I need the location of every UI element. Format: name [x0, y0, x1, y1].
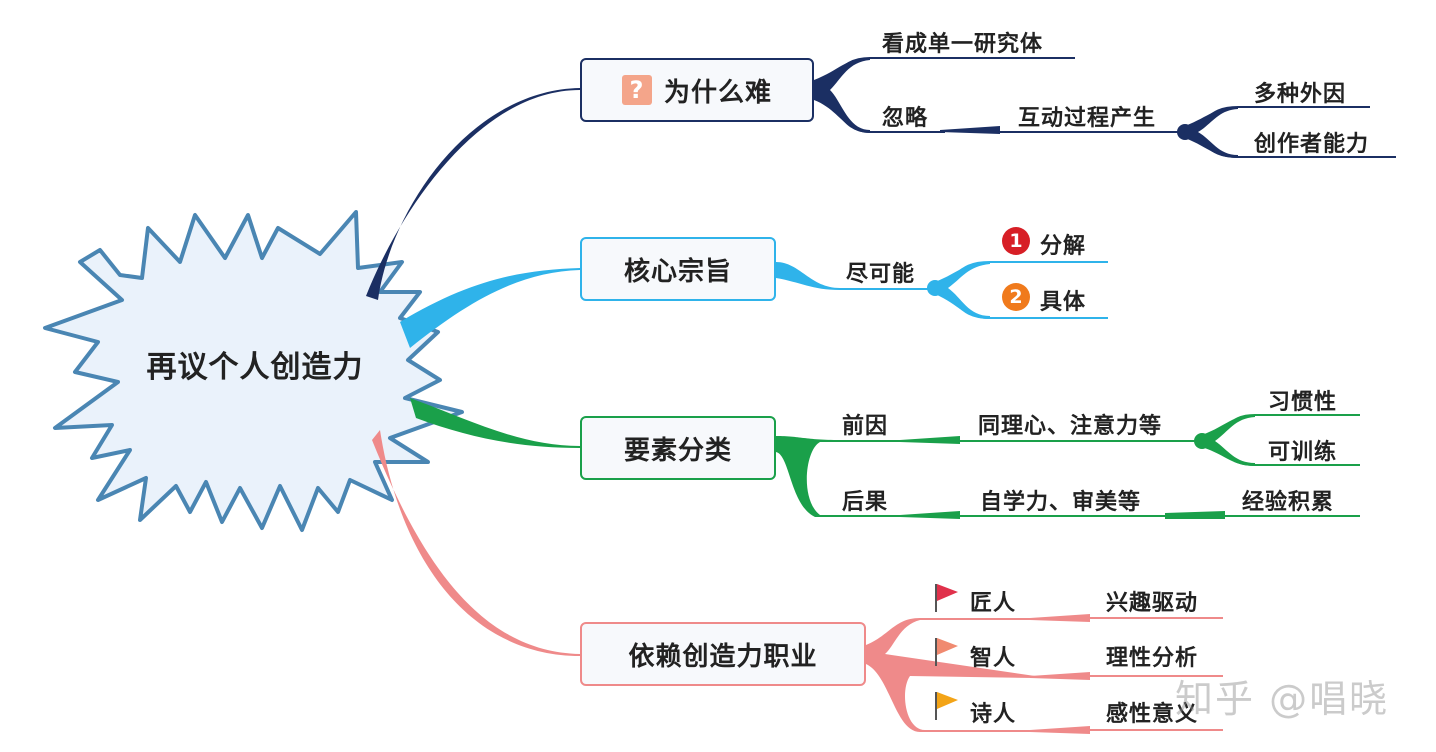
topic-single-research[interactable]: 看成单一研究体 [882, 32, 1044, 57]
branch-label: 依赖创造力职业 [628, 641, 818, 672]
topic-trainable[interactable]: 可训练 [1268, 440, 1338, 465]
topic-rational-analysis[interactable]: 理性分析 [1106, 646, 1199, 671]
topic-as-much-as-possible[interactable]: 尽可能 [846, 262, 916, 287]
number-one-icon: 1 [1002, 227, 1030, 255]
link-root-branch3 [410, 398, 580, 448]
flag-icon-poet [935, 692, 958, 720]
link-b3-leaf-flare [1202, 415, 1255, 466]
link-b4-flare [866, 618, 1035, 732]
topic-decompose[interactable]: 分解 [1040, 234, 1087, 259]
branch-creative-professions[interactable]: 依赖创造力职业 [580, 622, 866, 686]
flag-icon-craftsman [935, 584, 958, 612]
topic-craftsman[interactable]: 匠人 [970, 591, 1017, 616]
topic-habitual[interactable]: 习惯性 [1268, 390, 1338, 415]
branch-core-principle[interactable]: 核心宗旨 [580, 237, 776, 301]
root-burst-shape [43, 210, 464, 532]
branch-label: 为什么难 [663, 77, 772, 108]
topic-empathy-attention[interactable]: 同理心、注意力等 [978, 414, 1163, 439]
question-icon: ? [621, 75, 652, 105]
topic-interaction-process[interactable]: 互动过程产生 [1018, 106, 1157, 131]
topic-poet[interactable]: 诗人 [970, 702, 1017, 727]
root-topic[interactable]: 再议个人创造力 [146, 350, 364, 385]
link-b4-c3-line [1030, 726, 1090, 734]
link-b3-c2-c1-line [1165, 511, 1225, 519]
topic-antecedent[interactable]: 前因 [842, 414, 889, 439]
topic-ignore[interactable]: 忽略 [882, 106, 929, 131]
topic-concrete[interactable]: 具体 [1040, 290, 1087, 315]
link-b1-c2-c1 [940, 126, 1000, 134]
link-b1-leaf-flare [1185, 107, 1238, 158]
watermark: 知乎 @唱晓 [1175, 677, 1390, 721]
topic-creator-ability[interactable]: 创作者能力 [1254, 132, 1370, 157]
number-two-icon: 2 [1002, 283, 1030, 311]
link-root-branch2 [400, 268, 580, 348]
branch-label: 要素分类 [623, 435, 732, 466]
topic-external-factors[interactable]: 多种外因 [1254, 82, 1347, 107]
topic-interest-driven[interactable]: 兴趣驱动 [1106, 591, 1199, 616]
topic-emotional-meaning[interactable]: 感性意义 [1106, 702, 1199, 727]
link-b2-flare [776, 262, 930, 290]
flag-icon-sage [935, 638, 958, 666]
topic-experience[interactable]: 经验积累 [1242, 490, 1335, 515]
link-b3-c2-line [900, 511, 960, 519]
branch-label: 核心宗旨 [623, 256, 732, 287]
link-b1-flare [814, 58, 870, 133]
link-b3-flare [776, 436, 900, 517]
link-b2-leaf-flare [935, 262, 990, 319]
branch-element-classification[interactable]: 要素分类 [580, 416, 776, 480]
link-b4-c2-line [1030, 672, 1090, 680]
topic-sage[interactable]: 智人 [970, 646, 1017, 671]
branch-why-hard[interactable]: ? 为什么难 [580, 58, 814, 122]
topic-consequence[interactable]: 后果 [842, 490, 889, 515]
link-b4-c1-line [1030, 614, 1090, 622]
topic-self-learning[interactable]: 自学力、审美等 [980, 490, 1142, 515]
link-b3-c1-line [900, 436, 960, 444]
